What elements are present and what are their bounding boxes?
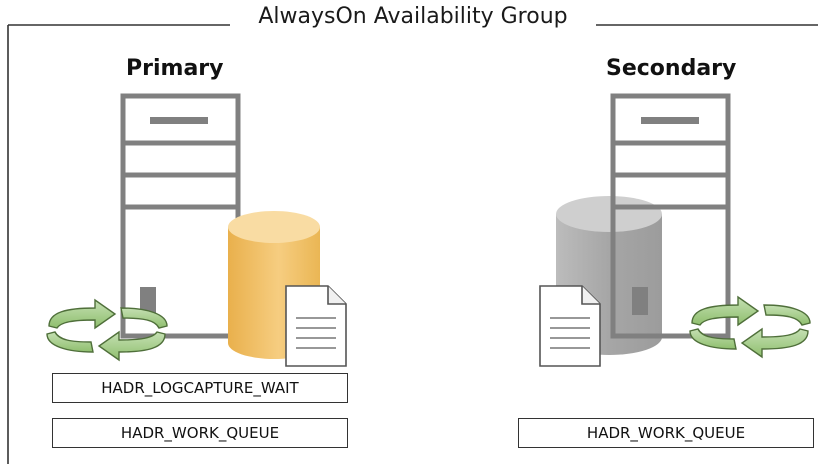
primary-wait-type-work-queue: HADR_WORK_QUEUE — [52, 418, 348, 448]
secondary-sync-arrows-icon — [689, 295, 811, 359]
primary-wait-type-logcapture: HADR_LOGCAPTURE_WAIT — [52, 373, 348, 403]
availability-group-frame — [7, 24, 818, 464]
primary-server-icon — [120, 93, 241, 339]
secondary-title: Secondary — [606, 56, 737, 81]
primary-sync-arrows-icon — [46, 298, 168, 362]
primary-document-icon — [285, 285, 347, 367]
secondary-document-icon — [539, 285, 601, 367]
availability-group-title-text: AlwaysOn Availability Group — [246, 4, 580, 29]
secondary-server-icon — [610, 93, 731, 339]
secondary-wait-type-work-queue: HADR_WORK_QUEUE — [518, 418, 814, 448]
availability-group-title: AlwaysOn Availability Group — [0, 4, 826, 29]
primary-title: Primary — [126, 56, 224, 81]
